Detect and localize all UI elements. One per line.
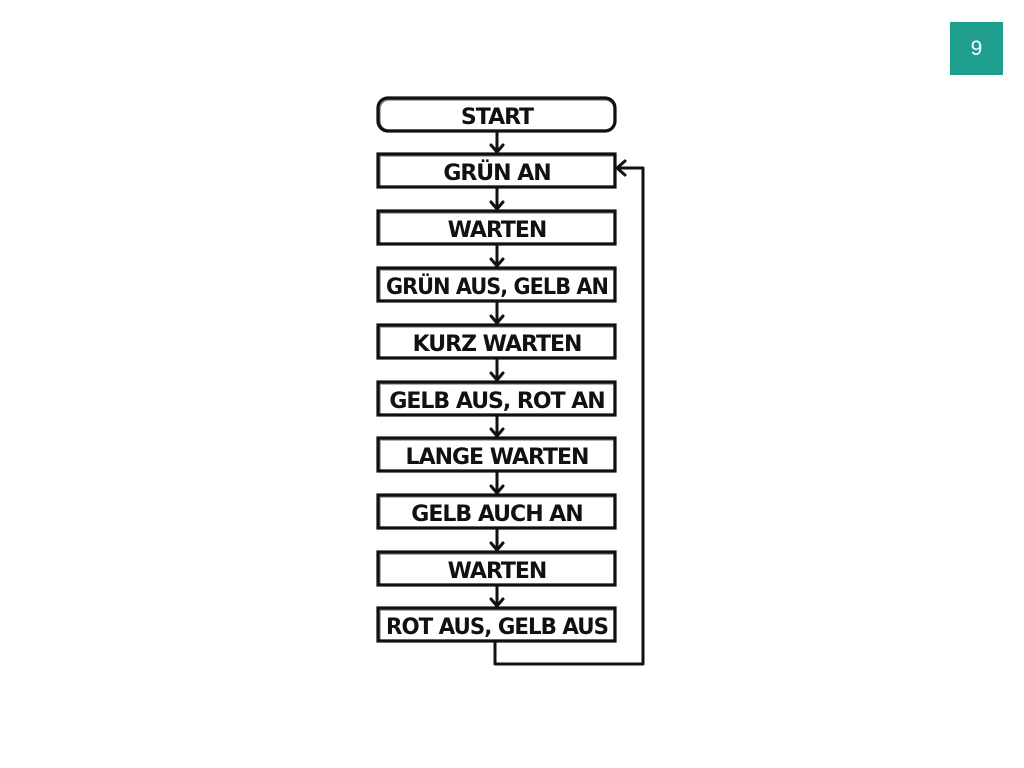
step-8: WARTEN bbox=[376, 550, 617, 587]
left-arrow-icon bbox=[615, 159, 627, 177]
start-label: START bbox=[461, 105, 534, 130]
down-arrow-icon bbox=[489, 185, 505, 211]
step-1: GRÜN AN bbox=[376, 152, 617, 189]
step-label: WARTEN bbox=[448, 218, 547, 243]
step-label: WARTEN bbox=[448, 559, 547, 584]
step-6: LANGE WARTEN bbox=[376, 436, 617, 473]
down-arrow-icon bbox=[489, 469, 505, 495]
down-arrow-icon bbox=[489, 242, 505, 268]
page-number-badge: 9 bbox=[950, 22, 1003, 75]
down-arrow-icon bbox=[489, 583, 505, 608]
step-label: GRÜN AUS, GELB AN bbox=[386, 274, 608, 300]
step-label: KURZ WARTEN bbox=[413, 332, 582, 357]
down-arrow-icon bbox=[489, 413, 505, 438]
step-label: GELB AUCH AN bbox=[411, 502, 582, 527]
step-7: GELB AUCH AN bbox=[376, 493, 617, 530]
step-5: GELB AUS, ROT AN bbox=[376, 380, 617, 417]
start-node: START bbox=[376, 96, 617, 133]
step-label: GRÜN AN bbox=[443, 160, 550, 186]
step-3: GRÜN AUS, GELB AN bbox=[376, 266, 617, 303]
connector-arrows bbox=[489, 129, 505, 608]
loop-back-arrow bbox=[493, 159, 645, 666]
step-label: ROT AUS, GELB AUS bbox=[386, 615, 608, 640]
down-arrow-icon bbox=[489, 526, 505, 552]
step-2: WARTEN bbox=[376, 209, 617, 246]
down-arrow-icon bbox=[489, 129, 505, 154]
down-arrow-icon bbox=[489, 356, 505, 382]
step-label: GELB AUS, ROT AN bbox=[389, 389, 604, 414]
step-4: KURZ WARTEN bbox=[376, 323, 617, 360]
down-arrow-icon bbox=[489, 299, 505, 325]
step-label: LANGE WARTEN bbox=[406, 445, 589, 470]
step-9: ROT AUS, GELB AUS bbox=[376, 606, 617, 643]
